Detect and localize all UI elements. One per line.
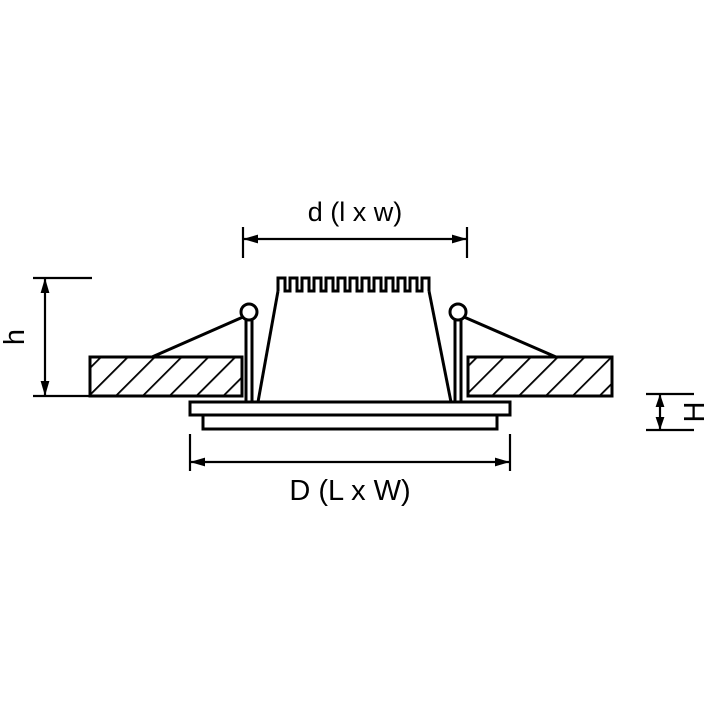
- dim-D-arrow-left: [190, 457, 205, 467]
- fixture-cross-section: [88, 276, 614, 431]
- dim-H-arrow-top: [655, 394, 665, 407]
- right-clip-pivot: [448, 302, 468, 322]
- dim-d-arrow-right: [452, 234, 467, 244]
- dimension-cutout-label: d (l x w): [308, 197, 403, 227]
- dimension-recess-depth-label: h: [0, 329, 31, 345]
- dimension-protrusion: [646, 392, 694, 432]
- dimension-cutout: [241, 227, 469, 258]
- dimension-recess-depth: [33, 276, 92, 398]
- heatsink-fins: [276, 276, 431, 293]
- dimensions: [33, 227, 694, 471]
- dimension-overall-label: D (L x W): [289, 475, 410, 507]
- dim-d-arrow-left: [243, 234, 258, 244]
- body-left-edge: [256, 290, 280, 403]
- ceiling-panel-left: [88, 355, 244, 398]
- dimension-overall: [188, 434, 512, 471]
- left-clip-pivot: [239, 302, 259, 322]
- dim-D-arrow-right: [495, 457, 510, 467]
- dim-h-arrow-bottom: [40, 381, 50, 396]
- dim-H-arrow-bottom: [655, 417, 665, 430]
- body-right-edge: [427, 290, 453, 403]
- right-clip-arm: [463, 315, 557, 359]
- dim-h-arrow-top: [40, 278, 50, 293]
- trim-flange-upper: [188, 400, 512, 417]
- left-clip-arm: [151, 315, 244, 359]
- ceiling-panel-right: [466, 355, 614, 398]
- trim-flange-lower: [201, 413, 499, 431]
- dimension-protrusion-label: H: [679, 402, 711, 423]
